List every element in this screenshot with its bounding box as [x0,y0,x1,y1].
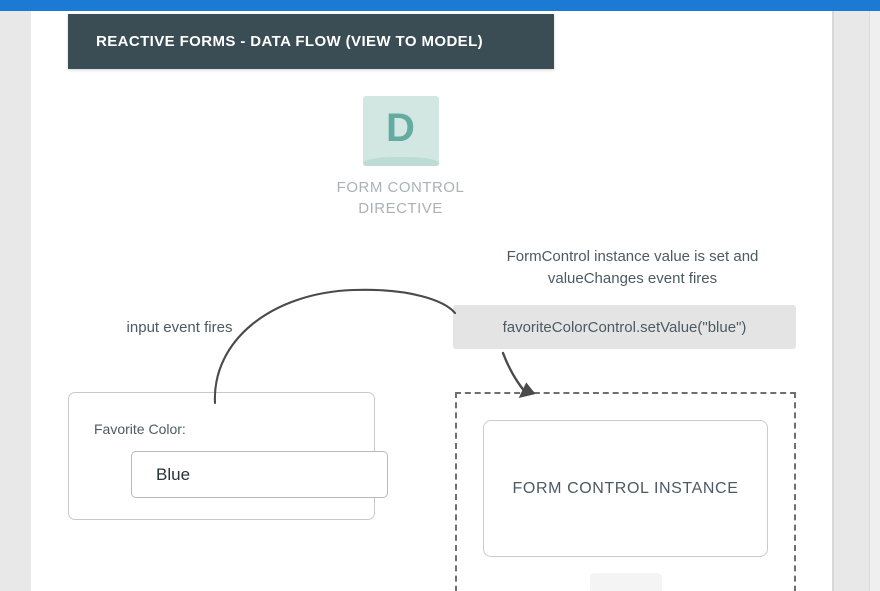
form-control-instance-label: FORM CONTROL INSTANCE [512,479,739,497]
setvalue-arrow-path [501,351,536,398]
form-control-instance-card: FORM CONTROL INSTANCE [483,420,768,557]
browser-top-bar [0,0,880,11]
setvalue-code-text: favoriteColorControl.setValue("blue") [502,318,747,336]
diagram-canvas: REACTIVE FORMS - DATA FLOW (VIEW TO MODE… [31,11,832,591]
model-sub-chip [590,573,662,591]
favorite-color-input-value: Blue [156,464,191,484]
caption-valuechanges: FormControl instance value is set and va… [506,248,759,287]
setvalue-code-pill: favoriteColorControl.setValue("blue") [453,305,796,349]
directive-icon-base-band [362,157,439,166]
left-gutter [0,11,31,591]
caption-input-event: input event fires [126,319,233,336]
input-event-arc-path [213,288,457,405]
diagram-title-banner: REACTIVE FORMS - DATA FLOW (VIEW TO MODE… [68,14,554,69]
form-control-directive-node: D FORM CONTROL DIRECTIVE [298,96,503,219]
directive-icon: D [362,96,439,166]
right-gutter-edge [832,11,834,591]
model-dashed-container [455,392,796,591]
diagram-title: REACTIVE FORMS - DATA FLOW (VIEW TO MODE… [96,33,484,50]
favorite-color-label: Favorite Color: [94,421,186,437]
favorite-color-input[interactable]: Blue [131,451,388,498]
directive-label: FORM CONTROL DIRECTIVE [336,179,465,217]
vertical-scrollbar[interactable] [869,11,880,591]
directive-icon-letter: D [386,106,415,150]
view-form-card: Favorite Color: Blue [68,392,388,520]
